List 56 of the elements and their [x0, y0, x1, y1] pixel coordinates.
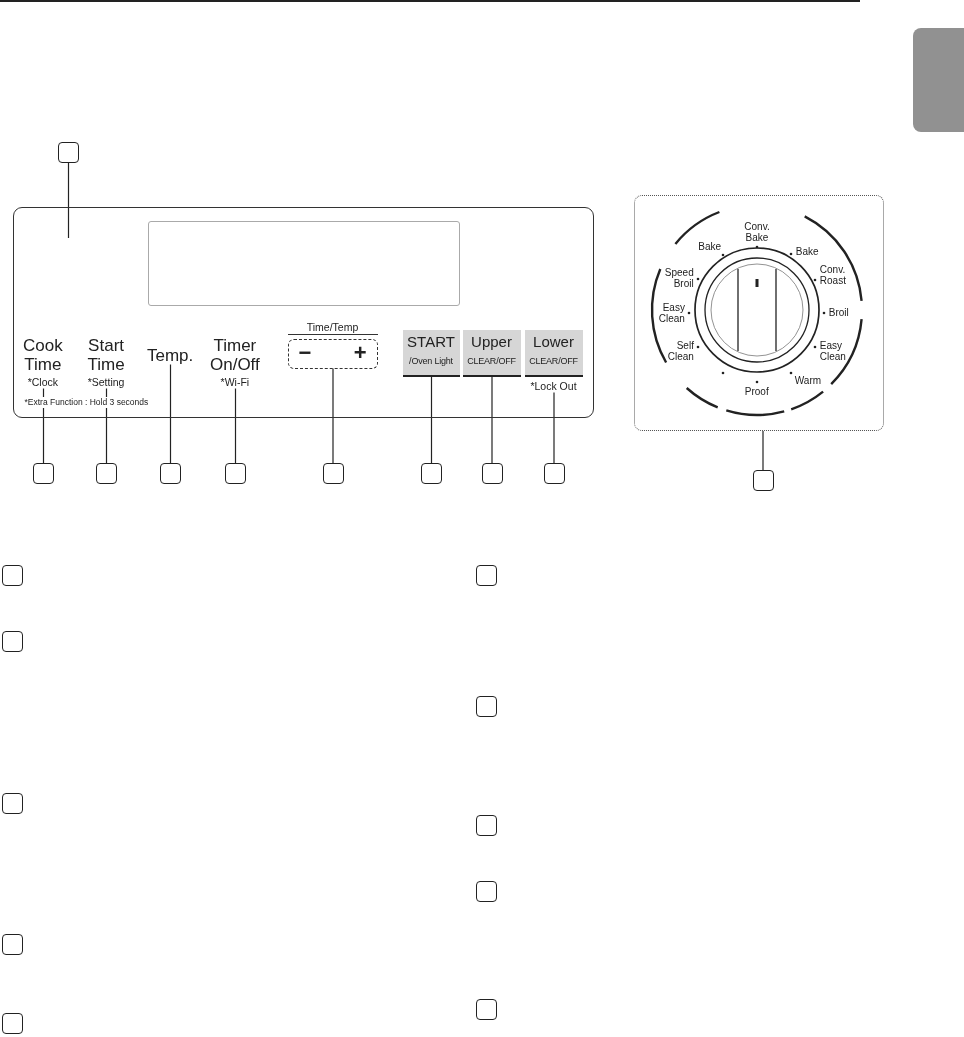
dial-setting-label: Easy Clean [658, 301, 685, 324]
dial-setting-label: Broil [828, 306, 849, 318]
callout-box [476, 565, 497, 586]
callout-box [322, 463, 344, 484]
dial-setting-label: Speed Broil [664, 266, 694, 289]
dial-setting-label: Bake [795, 245, 819, 257]
leader-line [332, 367, 334, 464]
callout-box [543, 463, 565, 484]
touch-key: Temp. [147, 345, 194, 365]
callout-box [225, 463, 246, 484]
leader-line [169, 363, 172, 464]
touch-key: Timer On/Off *Wi-Fi [210, 335, 260, 389]
touch-key: Cook Time *Clock [23, 335, 63, 389]
leader-line [105, 387, 108, 464]
callout-box [2, 1013, 23, 1034]
callout-box [2, 793, 23, 814]
callout-box [752, 470, 774, 491]
control-key: Lower CLEAR/OFF [524, 329, 583, 377]
touch-key: Start Time *Setting [87, 335, 125, 389]
callout-box [33, 463, 54, 484]
plus-key: + [353, 340, 367, 365]
leader-line [430, 375, 433, 464]
callout-box [160, 463, 181, 484]
callout-box [476, 815, 497, 836]
dial-setting-label: Conv. Roast [819, 263, 846, 286]
section-tab [913, 28, 964, 132]
control-key: Upper CLEAR/OFF [462, 329, 521, 377]
dial-setting-label: Bake [698, 240, 722, 252]
callout-box [58, 142, 79, 163]
callout-box [476, 696, 497, 717]
key-group-heading: Time/Temp [287, 320, 378, 335]
function-note: *Lock Out [530, 379, 577, 393]
leader-line [42, 387, 45, 464]
callout-box [2, 934, 23, 955]
control-key: START /Oven Light [402, 329, 460, 377]
callout-box [96, 463, 117, 484]
leader-line [553, 391, 555, 464]
leader-line [67, 162, 70, 239]
dial-setting-label: Warm [794, 374, 822, 386]
leader-line [491, 375, 493, 464]
minus-key: − [298, 340, 312, 365]
dial-setting-label: Conv. Bake [744, 220, 770, 243]
leader-line [234, 387, 237, 464]
callout-box [2, 565, 23, 586]
dial-setting-label: Proof [744, 385, 769, 397]
control-panel [13, 207, 594, 418]
callout-box [481, 463, 503, 484]
callout-box [476, 999, 497, 1020]
display-window [147, 220, 460, 306]
leader-line [762, 430, 764, 471]
footnote-text: *Extra Function : Hold 3 seconds [24, 396, 149, 408]
callout-box [2, 631, 23, 652]
dial-setting-label: Self Clean [667, 339, 694, 362]
callout-box [421, 463, 442, 484]
dial-setting-label: Easy Clean [819, 339, 846, 362]
callout-box [476, 881, 497, 902]
